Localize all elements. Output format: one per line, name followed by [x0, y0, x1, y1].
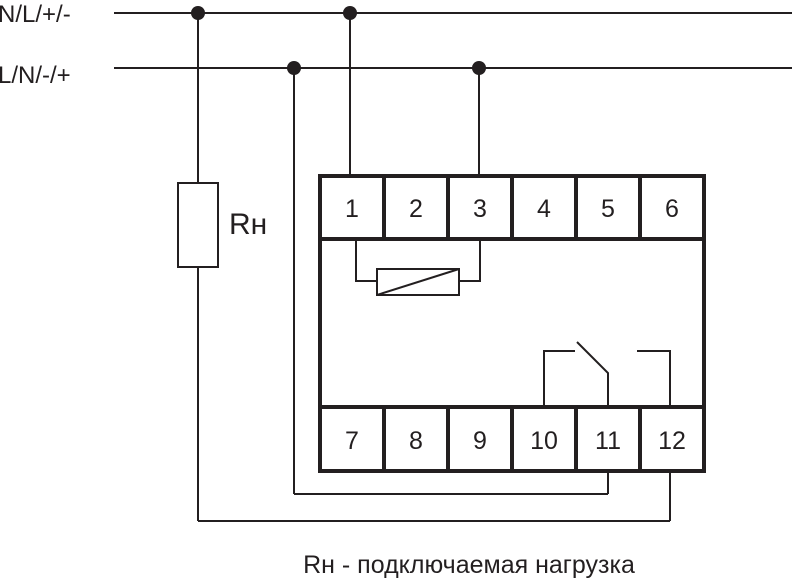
relay-coil: [376, 268, 460, 296]
contact-switch-blade: [576, 341, 609, 407]
terminal-label-8: 8: [409, 427, 423, 455]
diagram-caption: Rн - подключаемая нагрузка: [303, 551, 635, 579]
terminal-label-10: 10: [530, 427, 558, 455]
load-label: Rн: [229, 208, 267, 241]
terminal-label-11: 11: [595, 427, 621, 455]
coil-lead-right: [459, 239, 481, 282]
terminal-label-2: 2: [409, 195, 423, 223]
bus-label-1: N/L/+/-: [0, 1, 71, 28]
terminal-label-7: 7: [345, 427, 359, 455]
terminal-label-4: 4: [537, 195, 551, 223]
coil-lead-left: [355, 239, 377, 282]
contact-nc-lead: [543, 350, 575, 407]
relay-coil-slash: [376, 268, 460, 296]
contact-no-lead: [637, 350, 671, 407]
terminal-label-9: 9: [473, 427, 487, 455]
terminal-label-12: 12: [658, 427, 686, 455]
load-resistor: [177, 182, 219, 268]
terminal-label-3: 3: [473, 195, 487, 223]
terminal-label-6: 6: [665, 195, 679, 223]
terminal-label-1: 1: [345, 195, 359, 223]
junction-dot: [287, 61, 301, 75]
terminal-label-5: 5: [601, 195, 615, 223]
junction-dot: [343, 6, 357, 20]
bus-label-2: L/N/-/+: [0, 62, 71, 89]
junction-dot: [472, 61, 486, 75]
junction-dot: [191, 6, 205, 20]
